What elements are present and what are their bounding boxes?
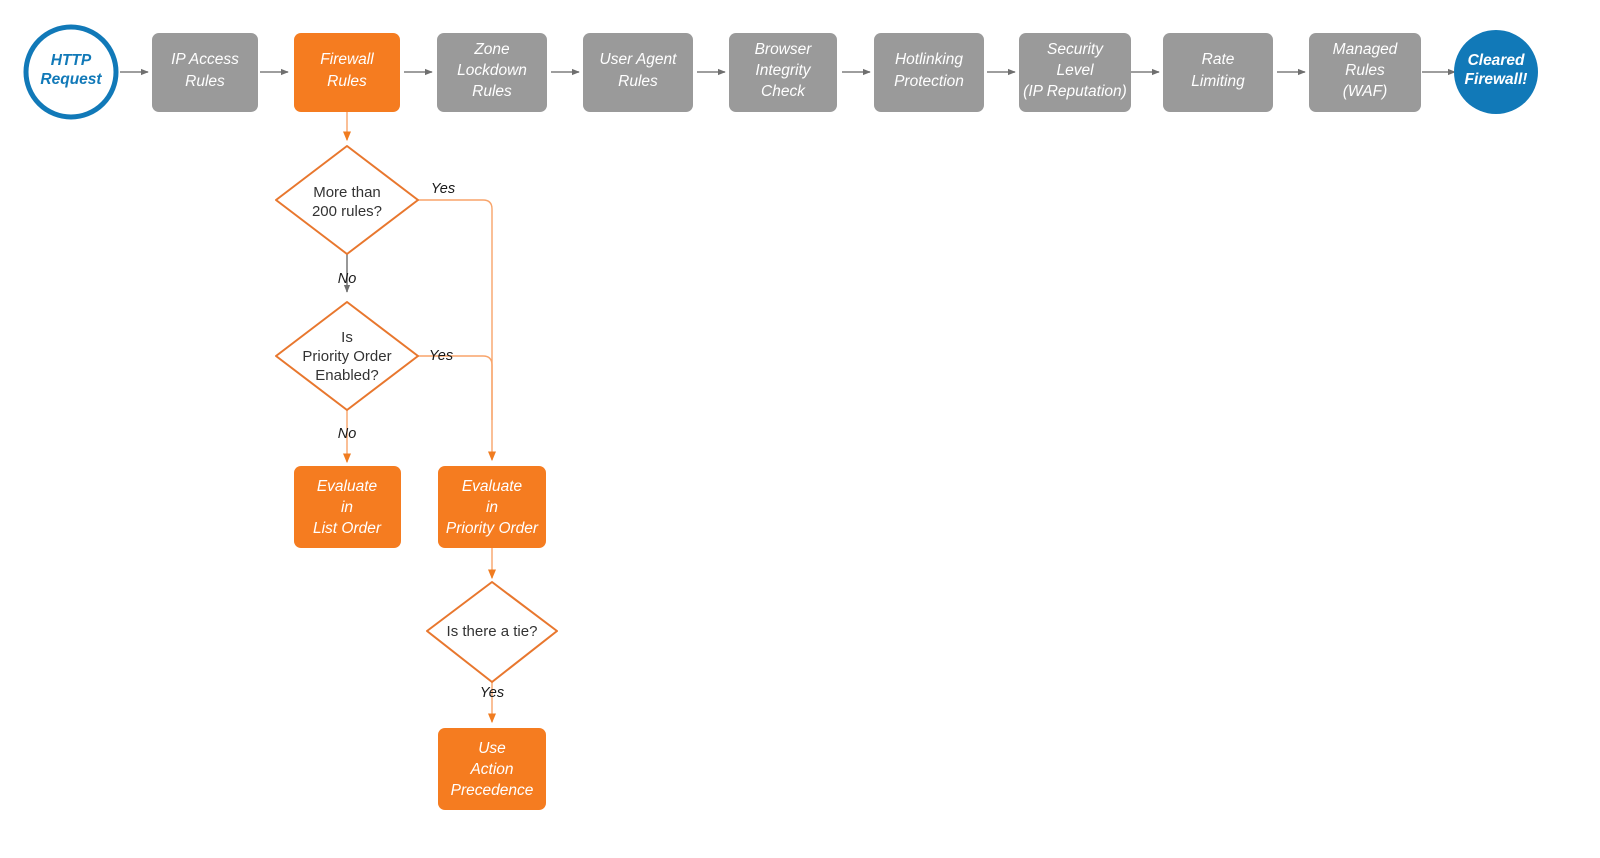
more-than-200-rules-label-2: 200 rules? (312, 203, 382, 220)
edge-priority-order-yes (418, 355, 493, 420)
rate-limiting-label-2: Limiting (1191, 73, 1245, 90)
security-level-label-3: (IP Reputation) (1023, 83, 1127, 100)
node-browser-integrity-check[interactable]: Browser Integrity Check (729, 33, 837, 112)
browser-integrity-check-label-2: Integrity (755, 62, 811, 79)
edge-label-yes-3: Yes (480, 685, 504, 701)
node-evaluate-in-list-order[interactable]: Evaluate in List Order (294, 466, 401, 548)
ip-access-rules-label-2: Rules (185, 73, 225, 90)
node-decision-is-there-a-tie[interactable]: Is there a tie? (426, 581, 558, 683)
node-evaluate-in-priority-order[interactable]: Evaluate in Priority Order (438, 466, 546, 548)
is-priority-order-enabled-label-3: Enabled? (315, 367, 378, 384)
firewall-rules-label-2: Rules (327, 73, 367, 90)
edge-label-no-2: No (338, 426, 357, 442)
node-managed-rules-waf[interactable]: Managed Rules (WAF) (1309, 33, 1421, 112)
edge-label-no-1: No (338, 271, 357, 287)
user-agent-rules-box (583, 33, 693, 112)
zone-lockdown-rules-label-2: Lockdown (457, 62, 527, 79)
evaluate-in-list-order-label-1: Evaluate (317, 478, 378, 495)
evaluate-in-list-order-label-2: in (341, 499, 353, 516)
firewall-rules-label-1: Firewall (320, 51, 374, 68)
evaluate-in-priority-order-label-1: Evaluate (462, 478, 523, 495)
rate-limiting-box (1163, 33, 1273, 112)
security-level-box (1019, 33, 1131, 112)
node-use-action-precedence[interactable]: Use Action Precedence (438, 728, 546, 810)
hotlinking-protection-label-1: Hotlinking (895, 51, 963, 68)
node-security-level[interactable]: Security Level (IP Reputation) (1019, 33, 1131, 112)
use-action-precedence-label-2: Action (469, 761, 513, 778)
is-there-a-tie-diamond (426, 581, 558, 683)
edge-label-yes-1: Yes (431, 181, 455, 197)
ip-access-rules-box (152, 33, 258, 112)
hotlinking-protection-box (874, 33, 984, 112)
node-user-agent-rules[interactable]: User Agent Rules (583, 33, 693, 112)
use-action-precedence-label-3: Precedence (451, 782, 534, 799)
managed-rules-waf-label-2: Rules (1345, 62, 1385, 79)
security-level-label-1: Security (1047, 41, 1104, 58)
edge-label-yes-2: Yes (429, 348, 453, 364)
http-request-circle (23, 24, 119, 120)
browser-integrity-check-label-1: Browser (755, 41, 813, 58)
firewall-rules-box (294, 33, 400, 112)
node-hotlinking-protection[interactable]: Hotlinking Protection (874, 33, 984, 112)
browser-integrity-check-label-3: Check (761, 83, 806, 100)
evaluate-in-priority-order-box (438, 466, 546, 548)
cleared-firewall-circle (1454, 30, 1538, 114)
is-there-a-tie-label-1: Is there a tie? (447, 623, 538, 640)
evaluate-in-priority-order-label-3: Priority Order (446, 520, 539, 537)
evaluate-in-priority-order-label-2: in (486, 499, 498, 516)
managed-rules-waf-box (1309, 33, 1421, 112)
is-priority-order-enabled-label-1: Is (341, 329, 353, 346)
node-zone-lockdown-rules[interactable]: Zone Lockdown Rules (437, 33, 547, 112)
more-than-200-rules-diamond (275, 145, 419, 255)
zone-lockdown-rules-label-3: Rules (472, 83, 512, 100)
evaluate-in-list-order-label-3: List Order (313, 520, 382, 537)
node-ip-access-rules[interactable]: IP Access Rules (152, 33, 258, 112)
browser-integrity-check-box (729, 33, 837, 112)
rate-limiting-label-1: Rate (1202, 51, 1235, 68)
use-action-precedence-box (438, 728, 546, 810)
user-agent-rules-label-2: Rules (618, 73, 658, 90)
use-action-precedence-label-1: Use (478, 740, 506, 757)
edge-more-than-200-yes (418, 199, 497, 462)
hotlinking-protection-label-2: Protection (894, 73, 964, 90)
zone-lockdown-rules-label-1: Zone (473, 41, 510, 58)
node-rate-limiting[interactable]: Rate Limiting (1163, 33, 1273, 112)
ip-access-rules-label-1: IP Access (171, 51, 239, 68)
security-level-label-2: Level (1056, 62, 1094, 79)
node-decision-is-priority-order-enabled[interactable]: Is Priority Order Enabled? (275, 301, 419, 411)
is-priority-order-enabled-diamond (275, 301, 419, 411)
node-decision-more-than-200-rules[interactable]: More than 200 rules? (275, 145, 419, 255)
managed-rules-waf-label-3: (WAF) (1343, 83, 1387, 100)
branch-connectors (343, 112, 497, 724)
is-priority-order-enabled-label-2: Priority Order (302, 348, 391, 365)
zone-lockdown-rules-box (437, 33, 547, 112)
more-than-200-rules-label-1: More than (313, 184, 381, 201)
evaluate-in-list-order-box (294, 466, 401, 548)
node-firewall-rules[interactable]: Firewall Rules (294, 33, 400, 112)
user-agent-rules-label-1: User Agent (600, 51, 678, 68)
managed-rules-waf-label-1: Managed (1333, 41, 1399, 58)
